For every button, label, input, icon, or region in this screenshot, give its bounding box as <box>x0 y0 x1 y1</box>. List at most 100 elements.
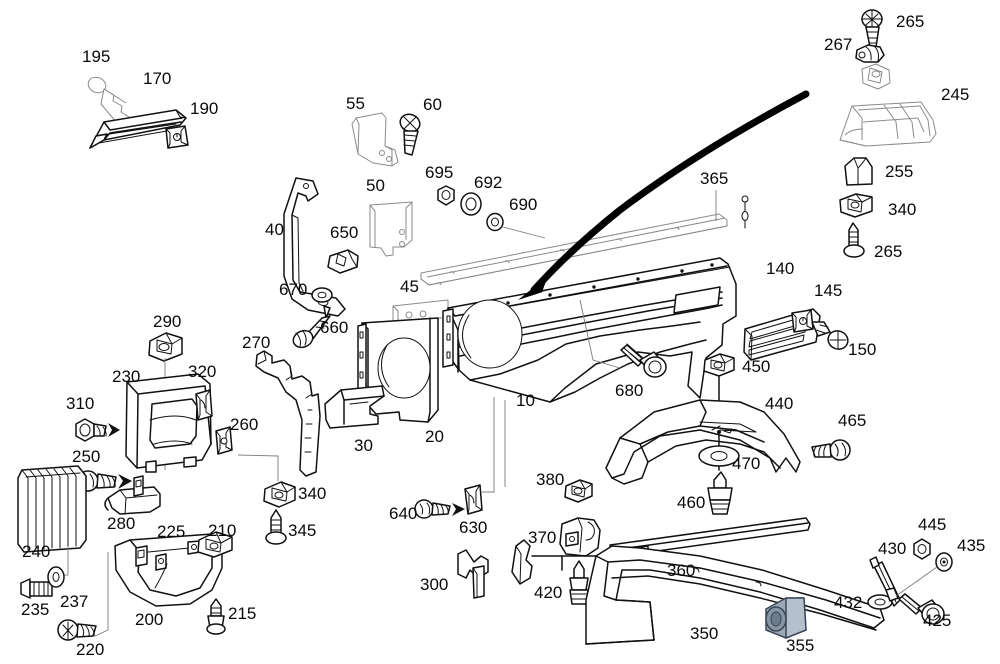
part-440-inner-wheel-arch-liner <box>605 399 801 485</box>
part-420-expansion-rivet <box>569 560 589 605</box>
leader-435 <box>895 566 938 597</box>
callout-label-670[interactable]: 670 <box>279 280 308 299</box>
callout-label-235[interactable]: 235 <box>21 600 50 619</box>
part-430-bracket-strip <box>869 556 901 607</box>
leader-220 <box>94 552 109 637</box>
callout-label-200[interactable]: 200 <box>135 610 164 629</box>
callout-label-170[interactable]: 170 <box>143 69 172 88</box>
callout-label-140[interactable]: 140 <box>766 259 795 278</box>
callout-label-430[interactable]: 430 <box>878 539 907 558</box>
leader-680 <box>579 299 621 369</box>
part-50-plate-bracket <box>369 201 413 257</box>
callout-label-695[interactable]: 695 <box>425 163 454 182</box>
part-340-clip-nut-mid <box>263 481 296 508</box>
callout-label-380[interactable]: 380 <box>536 470 565 489</box>
callout-label-195[interactable]: 195 <box>82 47 111 66</box>
part-660-screw <box>292 305 331 349</box>
callout-label-465[interactable]: 465 <box>838 411 867 430</box>
callout-label-240[interactable]: 240 <box>22 542 51 561</box>
callout-label-215[interactable]: 215 <box>228 604 257 623</box>
callout-label-340-right[interactable]: 340 <box>888 200 917 219</box>
part-55-bracket <box>351 112 399 167</box>
callout-label-692[interactable]: 692 <box>474 173 503 192</box>
part-630-clip <box>464 484 483 515</box>
callout-label-55[interactable]: 55 <box>346 94 365 113</box>
callout-label-445[interactable]: 445 <box>918 515 947 534</box>
callout-label-365[interactable]: 365 <box>700 169 729 188</box>
callout-label-255[interactable]: 255 <box>885 162 914 181</box>
part-650-clip-nut <box>327 249 359 274</box>
callout-label-210[interactable]: 210 <box>208 521 237 540</box>
part-300-bracket <box>457 549 489 599</box>
callout-label-20[interactable]: 20 <box>425 427 444 446</box>
part-432-washer <box>867 594 893 610</box>
callout-label-470[interactable]: 470 <box>732 454 761 473</box>
callout-label-145[interactable]: 145 <box>814 281 843 300</box>
callout-label-630[interactable]: 630 <box>459 518 488 537</box>
part-235-bolt <box>20 578 53 599</box>
part-450-clip-nut <box>703 353 735 377</box>
callout-label-250[interactable]: 250 <box>72 447 101 466</box>
part-245-grab-handle <box>839 63 937 147</box>
callout-label-435[interactable]: 435 <box>957 536 986 555</box>
part-640-screw <box>414 499 465 519</box>
callout-label-680[interactable]: 680 <box>615 381 644 400</box>
part-690-washer <box>486 212 504 232</box>
callout-arrow <box>518 90 810 300</box>
callout-label-310[interactable]: 310 <box>66 394 95 413</box>
part-145-clip <box>791 309 814 333</box>
callout-label-245[interactable]: 245 <box>941 85 970 104</box>
part-470-washer <box>698 445 740 467</box>
part-170-trim-strip <box>89 109 187 149</box>
callout-label-280[interactable]: 280 <box>107 514 136 533</box>
callout-label-450[interactable]: 450 <box>742 357 771 376</box>
callout-label-265-bottom[interactable]: 265 <box>874 242 903 261</box>
callout-label-690[interactable]: 690 <box>509 195 538 214</box>
part-340-clip-nut-right <box>839 193 873 218</box>
part-465-screw <box>811 439 851 461</box>
callout-label-50[interactable]: 50 <box>366 176 385 195</box>
callout-label-45[interactable]: 45 <box>400 277 419 296</box>
callout-label-640[interactable]: 640 <box>389 504 418 523</box>
callout-label-290[interactable]: 290 <box>153 312 182 331</box>
callout-label-237[interactable]: 237 <box>60 592 89 611</box>
part-435-spacer <box>935 552 953 572</box>
callout-label-425[interactable]: 425 <box>923 611 952 630</box>
callout-label-265-top[interactable]: 265 <box>896 12 925 31</box>
callout-label-225[interactable]: 225 <box>157 522 186 541</box>
part-260-clip <box>215 426 233 455</box>
part-267-clamp <box>855 44 885 63</box>
callout-label-350[interactable]: 350 <box>690 624 719 643</box>
callout-label-300[interactable]: 300 <box>420 575 449 594</box>
callout-label-230[interactable]: 230 <box>112 367 141 386</box>
callout-label-260[interactable]: 260 <box>230 415 259 434</box>
callout-label-10[interactable]: 10 <box>516 391 535 410</box>
callout-label-420[interactable]: 420 <box>534 583 563 602</box>
callout-label-30[interactable]: 30 <box>354 436 373 455</box>
callout-label-190[interactable]: 190 <box>190 99 219 118</box>
part-310-nut <box>75 418 120 442</box>
callout-label-432[interactable]: 432 <box>834 593 863 612</box>
callout-label-270[interactable]: 270 <box>242 333 271 352</box>
callout-label-267[interactable]: 267 <box>824 35 853 54</box>
callout-label-440[interactable]: 440 <box>765 394 794 413</box>
part-30-rail-section <box>324 385 385 429</box>
part-445-nut <box>913 538 931 560</box>
callout-label-650[interactable]: 650 <box>330 223 359 242</box>
callout-label-660[interactable]: 660 <box>320 318 349 337</box>
callout-label-40[interactable]: 40 <box>265 220 284 239</box>
callout-label-370[interactable]: 370 <box>528 528 557 547</box>
callout-label-360[interactable]: 360 <box>667 561 696 580</box>
callout-label-220[interactable]: 220 <box>76 640 105 659</box>
callout-label-60[interactable]: 60 <box>423 95 442 114</box>
part-200-lamp-cover <box>114 533 223 607</box>
callout-label-460[interactable]: 460 <box>677 493 706 512</box>
callout-label-345[interactable]: 345 <box>288 521 317 540</box>
part-237-washer <box>47 566 65 588</box>
part-345-screw <box>265 509 287 545</box>
callout-label-150[interactable]: 150 <box>848 340 877 359</box>
callout-label-320[interactable]: 320 <box>188 362 217 381</box>
part-240-air-intake-grille <box>17 465 87 553</box>
callout-label-355[interactable]: 355 <box>786 636 815 655</box>
callout-label-340-mid[interactable]: 340 <box>298 484 327 503</box>
